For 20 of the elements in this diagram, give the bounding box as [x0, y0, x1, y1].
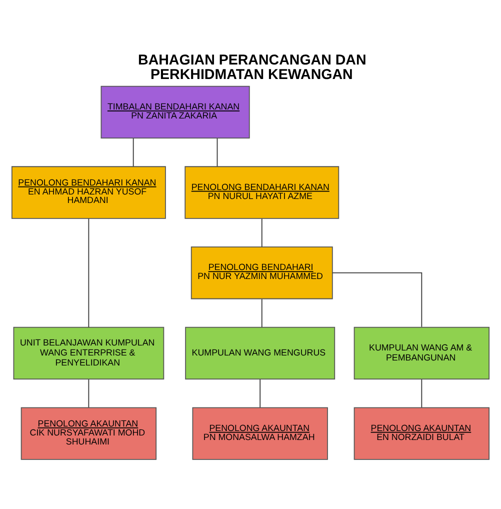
node-box: KUMPULAN WANG AM & PEMBANGUNAN	[354, 326, 490, 380]
connector	[216, 138, 218, 166]
node-box: PENOLONG AKAUNTAN CIK NURSYAFAWATI MOHD SHUHAIMI	[20, 406, 157, 460]
connector	[260, 378, 261, 408]
node-box: UNIT BELANJAWAN KUMPULAN WANG ENTERPRISE & PENYELIDIKAN	[13, 326, 164, 380]
connector	[261, 298, 262, 328]
node-box: PENOLONG BENDAHARI PN NUR YAZMIN MUHAMMED	[190, 246, 333, 299]
connector	[332, 272, 422, 327]
connector	[132, 138, 134, 166]
node-box: PENOLONG BENDAHARI KANAN PN NURUL HAYATI AZME	[184, 166, 340, 218]
node-box: PENOLONG AKAUNTAN EN NORZAIDI BULAT	[354, 406, 490, 460]
connector	[421, 378, 422, 408]
connector	[261, 218, 262, 247]
node-box: PENOLONG BENDAHARI KANAN EN AHMAD HAZRAN YUSOF HAMDANI	[11, 166, 166, 218]
node-box: PENOLONG AKAUNTAN PN MONASALWA HAMZAH	[192, 406, 328, 460]
node-box: TIMBALAN BENDAHARI KANAN PN ZANITA ZAKARIA	[100, 85, 250, 138]
node-box: KUMPULAN WANG MENGURUS	[185, 326, 336, 380]
connector	[88, 218, 90, 328]
connector	[88, 378, 90, 408]
diagram-title: BAHAGIAN PERANCANGAN DAN PERKHIDMATAN KEWANGAN	[138, 52, 366, 82]
